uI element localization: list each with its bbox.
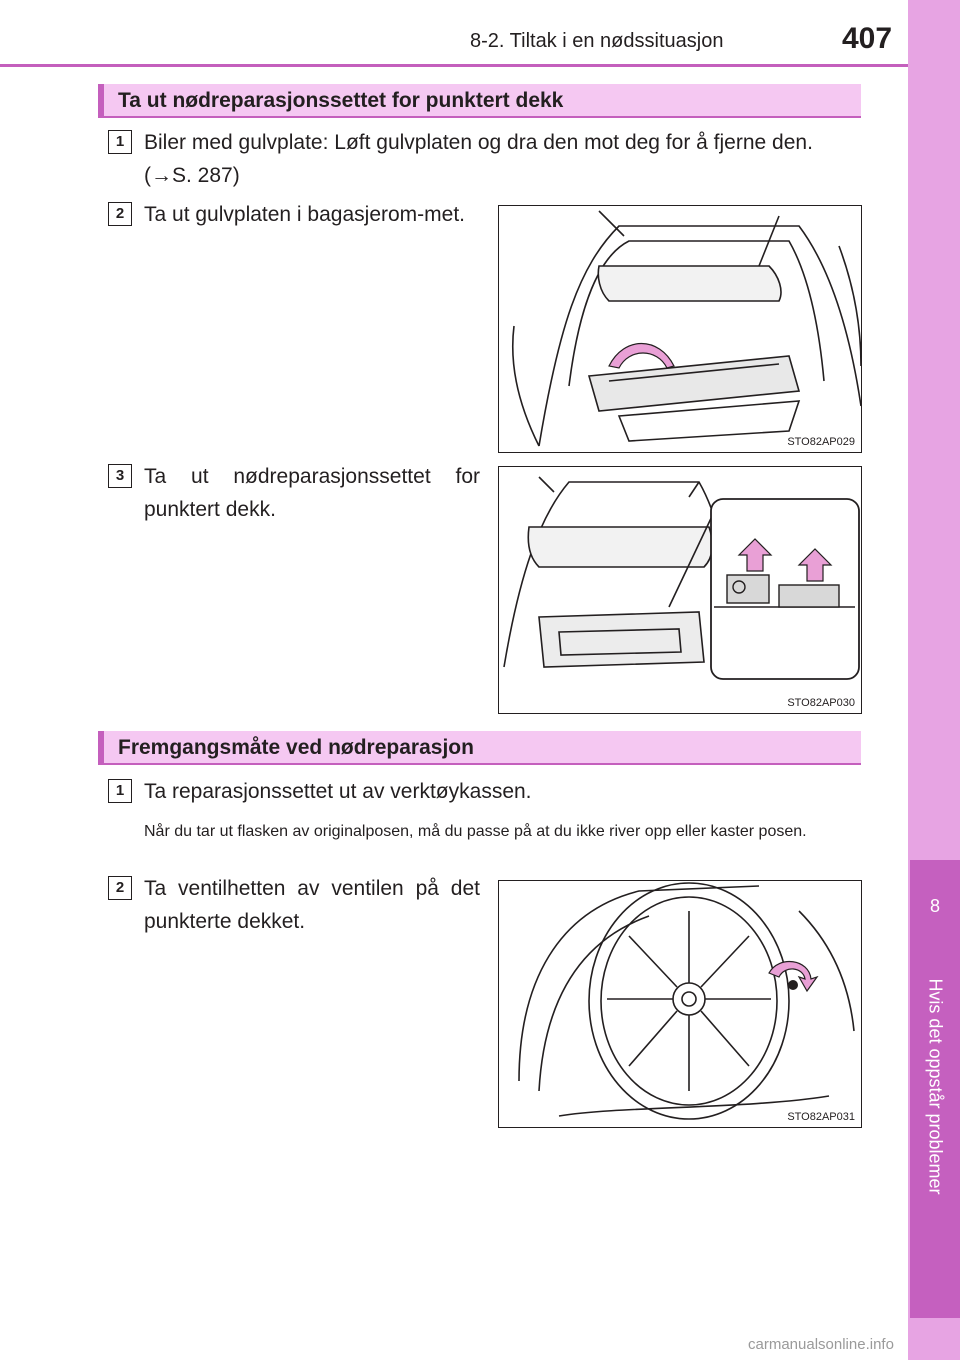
step-badge: 1	[108, 779, 132, 803]
lift-arrow-icon	[797, 548, 833, 582]
section-title: Fremgangsmåte ved nødreparasjon	[118, 736, 474, 759]
chapter-number: 8	[929, 896, 940, 916]
repair-kit-illustration	[503, 476, 860, 680]
valve-cap-illustration	[518, 882, 855, 1120]
running-head: 8-2. Tiltak i en nødssituasjon	[470, 30, 724, 52]
figure-code: STO82AP030	[787, 697, 855, 709]
step-badge: 2	[108, 876, 132, 900]
step-badge: 1	[108, 130, 132, 154]
figure-code: STO82AP031	[787, 1111, 855, 1123]
step-text: Biler med gulvplate: Løft gulvplaten og …	[144, 131, 813, 187]
chapter-tab	[910, 860, 960, 1318]
rotate-arrow-icon	[768, 960, 819, 993]
section-title: Ta ut nødreparasjonssettet for punktert …	[118, 89, 564, 112]
lift-arrow-icon	[608, 343, 675, 369]
trunk-floor-illustration	[511, 210, 861, 447]
step-text: Ta ut nødreparasjonssettet for punktert …	[144, 465, 480, 521]
valve-icon	[788, 980, 798, 990]
figure-repair-kit: STO82AP030	[498, 466, 862, 714]
step-text: Ta ut gulvplaten i bagasjerom-met.	[144, 203, 465, 226]
chapter-title: Hvis det oppstår problemer	[925, 978, 946, 1195]
lift-arrow-icon	[737, 538, 773, 572]
figure-code: STO82AP029	[787, 436, 855, 448]
step-badge: 3	[108, 464, 132, 488]
header-rule	[0, 64, 908, 67]
step-badge: 2	[108, 202, 132, 226]
step-text: Ta ventilhetten av ventilen på det punkt…	[144, 877, 480, 933]
section-header-remove-kit: Ta ut nødreparasjonssettet for punktert …	[98, 84, 861, 118]
step-text: Ta reparasjonssettet ut av verktøykassen…	[144, 780, 532, 803]
figure-trunk-floor: STO82AP029	[498, 205, 862, 453]
watermark: carmanualsonline.info	[748, 1336, 894, 1353]
step-note: Når du tar ut flasken av originalposen, …	[144, 823, 807, 840]
figure-valve-cap: STO82AP031	[498, 880, 862, 1128]
section-header-repair-procedure: Fremgangsmåte ved nødreparasjon	[98, 731, 861, 765]
page-number: 407	[842, 22, 893, 55]
